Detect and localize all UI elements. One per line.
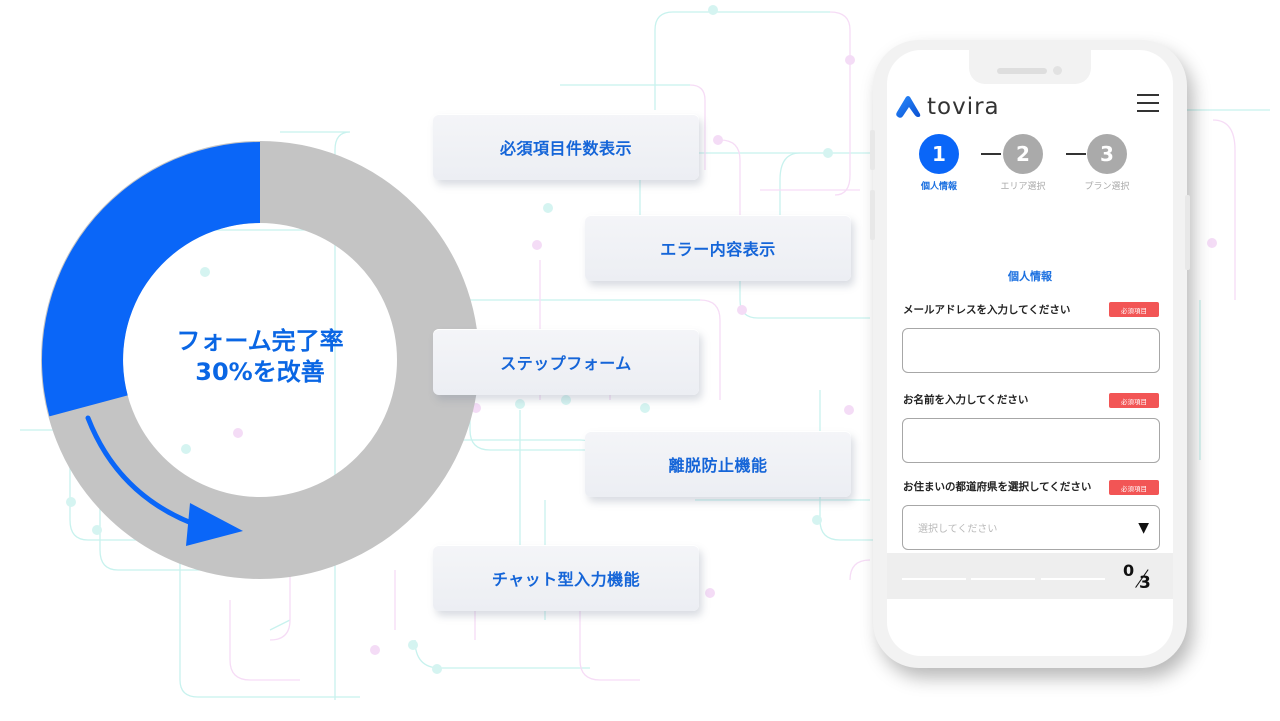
feature-card-chat-input: チャット型入力機能 [433, 545, 699, 611]
prefecture-field-label: お住まいの都道府県を選択してください [903, 481, 1092, 493]
feature-card-required-count: 必須項目件数表示 [433, 114, 699, 180]
dropdown-arrow-icon: ▼ [1138, 519, 1149, 536]
donut-highlight-segment [41, 142, 260, 417]
step-circle: 3 [1087, 134, 1127, 174]
progress-segment [1041, 578, 1105, 580]
phone-side-button [1185, 195, 1190, 270]
required-badge: 必須項目 [1109, 302, 1159, 317]
step-label: プラン選択 [1084, 182, 1130, 192]
required-badge: 必須項目 [1109, 480, 1159, 495]
phone-mockup: tovira 1 個人情報 2 エリア選択 3 プラン選択 個人情報 メールアド… [870, 40, 1190, 668]
form-progress-bar: 0 3 [887, 553, 1173, 599]
progress-segment [971, 578, 1035, 580]
select-placeholder: 選択してください [918, 524, 998, 535]
section-title: 個人情報 [1008, 270, 1052, 283]
donut-center-label: フォーム完了率 30%を改善 [130, 326, 390, 388]
step-connector [1066, 153, 1086, 155]
feature-card-label: チャット型入力機能 [491, 570, 641, 589]
feature-card-label: ステップフォーム [500, 354, 632, 373]
step-3: 3 プラン選択 [1077, 134, 1137, 192]
hamburger-menu-icon[interactable] [1137, 94, 1159, 112]
tovira-logo-icon [896, 96, 921, 118]
feature-card-step-form: ステップフォーム [433, 329, 699, 395]
donut-label-line2: 30%を改善 [195, 358, 325, 386]
email-field-label: メールアドレスを入力してください [903, 304, 1071, 316]
phone-screen: tovira 1 個人情報 2 エリア選択 3 プラン選択 個人情報 メールアド… [887, 50, 1173, 656]
step-2: 2 エリア選択 [993, 134, 1053, 192]
improvement-arrowhead-icon [186, 503, 243, 546]
step-1: 1 個人情報 [909, 134, 969, 192]
feature-card-exit-prevention: 離脱防止機能 [585, 431, 851, 497]
step-label: 個人情報 [920, 182, 957, 192]
step-label: エリア選択 [1000, 182, 1046, 192]
feature-card-error-display: エラー内容表示 [585, 215, 851, 281]
feature-card-label: エラー内容表示 [660, 240, 776, 259]
improvement-arrow-icon [85, 415, 208, 531]
email-input[interactable] [902, 328, 1160, 373]
step-circle-active: 1 [919, 134, 959, 174]
phone-notch [969, 50, 1091, 84]
phone-side-button [870, 130, 875, 170]
camera-icon [1053, 66, 1062, 75]
prefecture-select[interactable]: 選択してください ▼ [902, 505, 1160, 550]
name-field-label: お名前を入力してください [903, 394, 1029, 406]
phone-side-button [870, 190, 875, 240]
donut-label-line1: フォーム完了率 [176, 327, 344, 355]
progress-count: 0 3 [1119, 561, 1159, 595]
speaker-icon [997, 68, 1047, 74]
feature-card-label: 必須項目件数表示 [499, 139, 632, 158]
brand-name: tovira [927, 94, 1000, 120]
step-circle: 2 [1003, 134, 1043, 174]
step-indicator: 1 個人情報 2 エリア選択 3 プラン選択 [909, 134, 1159, 194]
required-badge: 必須項目 [1109, 393, 1159, 408]
brand-logo[interactable]: tovira [895, 94, 1000, 120]
name-input[interactable] [902, 418, 1160, 463]
step-connector [981, 153, 1001, 155]
progress-current: 0 [1123, 561, 1135, 580]
progress-total: 3 [1139, 573, 1151, 593]
progress-segment [902, 578, 966, 580]
feature-card-label: 離脱防止機能 [668, 456, 768, 475]
